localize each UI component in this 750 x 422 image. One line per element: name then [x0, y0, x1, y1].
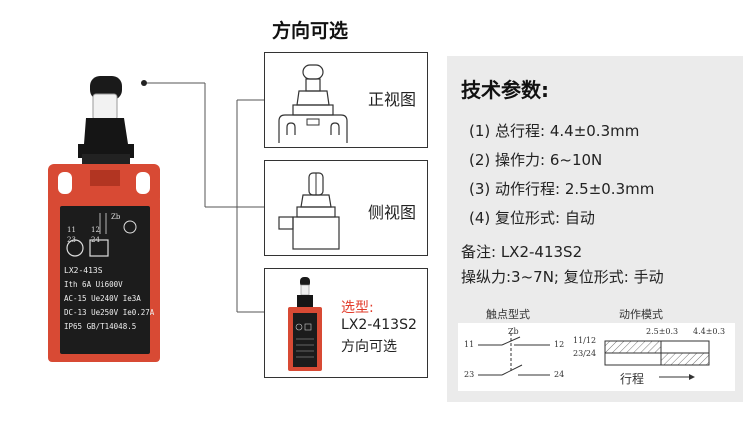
spec-item-force: (2) 操作力: 6~10N — [469, 151, 603, 169]
action-value-2-5: 2.5±0.3 — [646, 327, 679, 336]
side-view-drawing — [278, 172, 340, 250]
contact-diagram — [478, 333, 550, 376]
spec-item-reset: (4) 复位形式: 自动 — [469, 209, 595, 227]
label-contact-11: 11 — [67, 226, 76, 234]
contact-24: 24 — [554, 370, 565, 379]
front-view-label: 正视图 — [368, 90, 417, 109]
label-contact-24: 24 — [91, 236, 100, 244]
contact-23: 23 — [464, 370, 475, 379]
selection-photo — [288, 277, 322, 371]
label-line3: DC-13 Ue250V Ie0.27A — [64, 308, 155, 317]
label-model: LX2-413S — [64, 266, 103, 275]
label-line1: Ith 6A Ui600V — [64, 280, 123, 289]
label-line2: AC-15 Ue240V Ie3A — [64, 294, 141, 303]
action-row-23-24: 23/24 — [573, 349, 597, 358]
side-view-label: 侧视图 — [368, 203, 417, 222]
label-line4: IP65 GB/T14048.5 — [64, 322, 137, 331]
front-view-card: 正视图 — [264, 52, 428, 148]
action-stroke-label: 行程 — [620, 372, 645, 386]
selection-prefix: 选型: — [341, 300, 374, 316]
selection-model: LX2-413S2 — [341, 317, 417, 333]
contact-diagram-title: 触点型式 — [486, 308, 530, 321]
contact-diagram-bg — [458, 323, 583, 391]
side-view-card: 侧视图 — [264, 160, 428, 256]
action-diagram — [604, 340, 710, 380]
selection-desc: 方向可选 — [341, 339, 397, 355]
spec-title: 技术参数: — [461, 78, 549, 102]
spec-item-action-stroke: (3) 动作行程: 2.5±0.3mm — [469, 180, 655, 198]
limit-switch-photo — [48, 76, 160, 362]
label-contact-12: 12 — [91, 226, 100, 234]
label-contact-23: 23 — [67, 236, 76, 244]
label-zb: Zb — [111, 213, 121, 221]
action-row-11-12: 11/12 — [573, 336, 597, 345]
front-view-drawing — [278, 64, 348, 143]
action-value-4-4: 4.4±0.3 — [693, 327, 726, 336]
spec-note-model: 备注: LX2-413S2 — [461, 243, 583, 261]
contact-12: 12 — [554, 340, 565, 349]
action-diagram-title: 动作模式 — [619, 308, 663, 321]
contact-zb: Zb — [508, 327, 519, 336]
spec-item-total-stroke: (1) 总行程: 4.4±0.3mm — [469, 122, 640, 140]
spec-note-force: 操纵力:3~7N; 复位形式: 手动 — [461, 268, 664, 286]
page-title: 方向可选 — [272, 20, 349, 42]
contact-11: 11 — [464, 340, 475, 349]
selection-card: 选型: LX2-413S2 方向可选 — [264, 268, 428, 378]
